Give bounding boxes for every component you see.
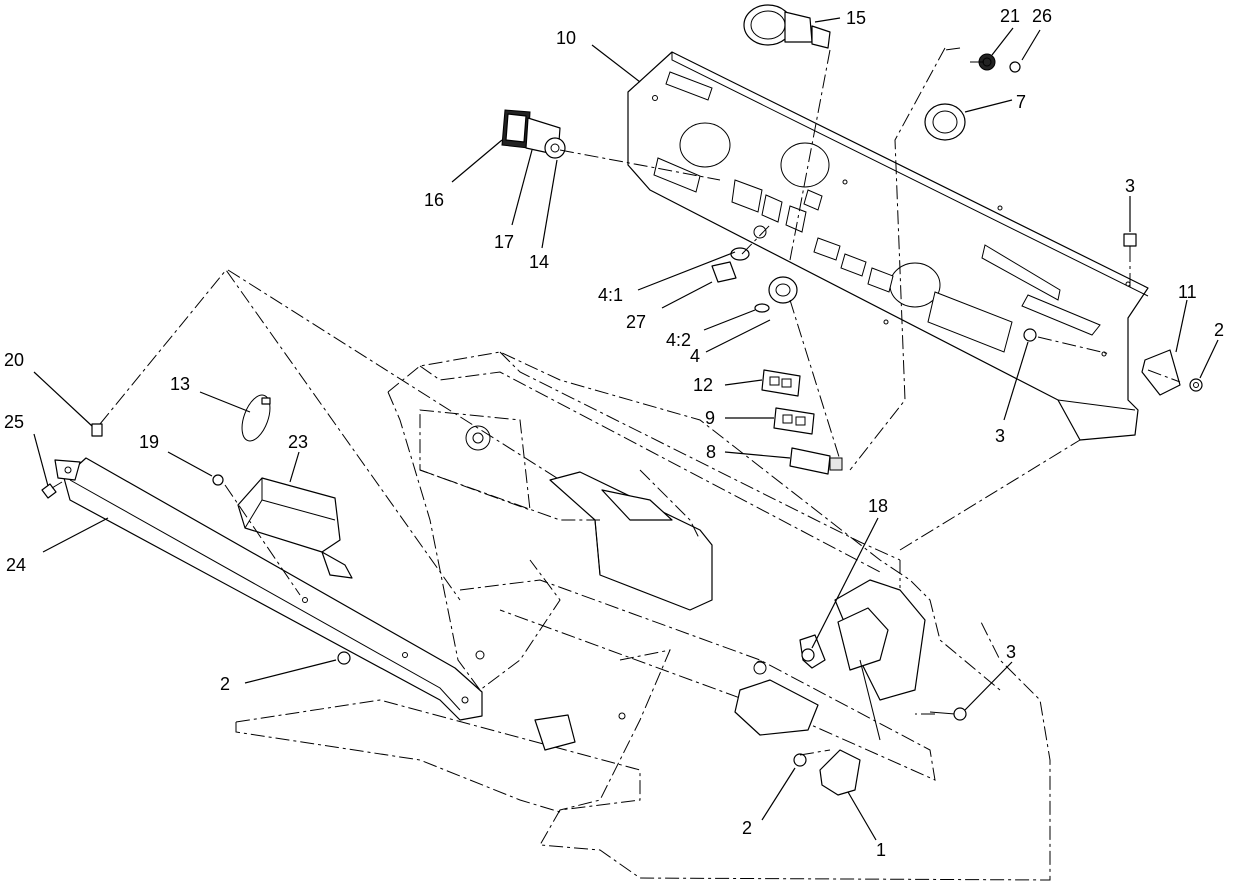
callout-20: 20 <box>4 350 24 370</box>
callout-10: 10 <box>556 28 576 48</box>
callout-16: 16 <box>424 190 444 210</box>
left-bracket-assembly <box>41 394 967 796</box>
grommet-7-icon <box>924 103 966 141</box>
relay-box-23-icon <box>237 477 353 579</box>
callout-1: 1 <box>876 840 886 860</box>
nut-2-top-icon <box>1189 378 1203 392</box>
callout-23: 23 <box>288 432 308 452</box>
callout-19: 19 <box>139 432 159 452</box>
callout-15: 15 <box>846 8 866 28</box>
bolt-25-icon <box>41 481 63 499</box>
bushing-18-icon <box>801 648 815 662</box>
callout-17: 17 <box>494 232 514 252</box>
callout-2-left: 2 <box>220 674 230 694</box>
callout-25: 25 <box>4 412 24 432</box>
callout-4: 4 <box>690 346 700 366</box>
gauge-15-icon <box>743 4 831 49</box>
switch-9-icon <box>773 407 815 435</box>
callout-8: 8 <box>706 442 716 462</box>
callout-4-2: 4:2 <box>666 330 691 350</box>
leader-lines <box>33 17 1219 841</box>
screw-3-lower-icon <box>929 707 967 721</box>
cable-tie-13-icon <box>241 394 271 442</box>
callout-4-1: 4:1 <box>598 285 623 305</box>
callout-3-mid: 3 <box>995 426 1005 446</box>
screw-19-icon <box>212 474 224 486</box>
callout-2-top: 2 <box>1214 320 1224 340</box>
callout-13: 13 <box>170 374 190 394</box>
frame-assembly <box>235 351 1051 881</box>
callout-26: 26 <box>1032 6 1052 26</box>
callout-7: 7 <box>1016 92 1026 112</box>
control-panel <box>627 51 1149 441</box>
callout-11: 11 <box>1178 282 1197 302</box>
callout-18: 18 <box>868 496 888 516</box>
switch-8-icon <box>789 447 843 475</box>
assembly-lines <box>99 47 1181 756</box>
callout-2-bottom: 2 <box>742 818 752 838</box>
switch-12-icon <box>761 369 801 397</box>
callout-9: 9 <box>705 408 715 428</box>
standoff-20-icon <box>91 423 103 437</box>
callout-24: 24 <box>6 555 26 575</box>
callout-27: 27 <box>626 312 646 332</box>
bracket-1-icon <box>819 749 861 796</box>
callout-3-lower: 3 <box>1006 642 1016 662</box>
bracket-11-icon <box>1141 349 1181 396</box>
screw-3-mid-icon <box>1023 328 1037 342</box>
callout-14: 14 <box>529 252 549 272</box>
nut-2-left-icon <box>337 651 351 665</box>
screw-26-icon <box>1009 61 1021 73</box>
nut-2-bottom-icon <box>793 753 807 767</box>
callout-labels: 15 10 21 26 7 16 17 14 3 4:1 27 4:2 4 11… <box>4 6 1224 860</box>
callout-12: 12 <box>693 375 713 395</box>
switch-16-icon <box>501 109 566 159</box>
callout-21: 21 <box>1000 6 1020 26</box>
callout-3-top: 3 <box>1125 176 1135 196</box>
